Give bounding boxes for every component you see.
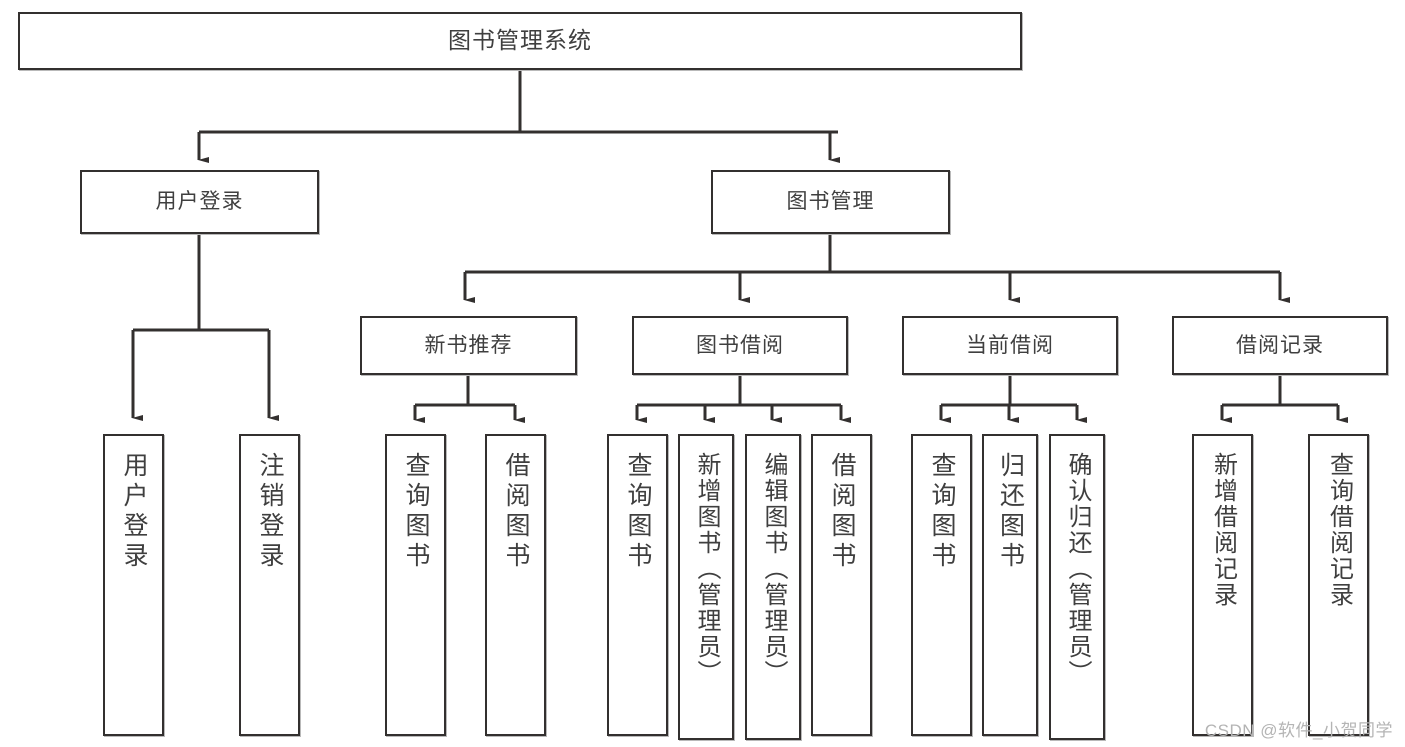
node-label: 查询图书 bbox=[402, 452, 430, 572]
node-label: 确认归还（管理员） bbox=[1064, 452, 1091, 686]
node-label: 新增借阅记录 bbox=[1209, 452, 1237, 608]
node-label: 用户登录 bbox=[120, 452, 148, 572]
node-leaf-add-book[interactable]: 新增图书（管理员） bbox=[678, 434, 734, 740]
node-user-login[interactable]: 用户登录 bbox=[80, 170, 319, 234]
node-label: 借阅记录 bbox=[1236, 333, 1324, 357]
node-label: 当前借阅 bbox=[966, 333, 1054, 357]
node-label: 用户登录 bbox=[155, 190, 244, 214]
node-label: 新增图书（管理员） bbox=[693, 452, 720, 686]
node-book-borrow[interactable]: 图书借阅 bbox=[632, 316, 848, 375]
node-label: 注销登录 bbox=[256, 452, 284, 572]
node-current-borrow[interactable]: 当前借阅 bbox=[902, 316, 1118, 375]
node-label: 图书管理系统 bbox=[448, 27, 592, 54]
node-leaf-query-record[interactable]: 查询借阅记录 bbox=[1308, 434, 1369, 736]
node-label: 图书管理 bbox=[786, 190, 875, 214]
node-label: 查询借阅记录 bbox=[1325, 452, 1353, 608]
node-new-book-recommend[interactable]: 新书推荐 bbox=[360, 316, 577, 375]
node-label: 借阅图书 bbox=[502, 452, 530, 572]
node-leaf-edit-book[interactable]: 编辑图书（管理员） bbox=[745, 434, 801, 740]
node-leaf-return-book[interactable]: 归还图书 bbox=[982, 434, 1038, 736]
node-leaf-query-book-2[interactable]: 查询图书 bbox=[607, 434, 668, 736]
node-leaf-borrow-book-2[interactable]: 借阅图书 bbox=[811, 434, 872, 736]
node-leaf-logout-login[interactable]: 注销登录 bbox=[239, 434, 300, 736]
node-label: 图书借阅 bbox=[696, 333, 784, 357]
node-label: 编辑图书（管理员） bbox=[760, 452, 787, 686]
node-label: 新书推荐 bbox=[424, 333, 513, 357]
node-leaf-user-login[interactable]: 用户登录 bbox=[103, 434, 164, 736]
node-leaf-query-book-3[interactable]: 查询图书 bbox=[911, 434, 972, 736]
node-label: 归还图书 bbox=[996, 452, 1025, 572]
node-label: 借阅图书 bbox=[828, 452, 856, 572]
node-leaf-confirm-return[interactable]: 确认归还（管理员） bbox=[1049, 434, 1105, 740]
node-leaf-borrow-book-1[interactable]: 借阅图书 bbox=[485, 434, 546, 736]
node-leaf-query-book-1[interactable]: 查询图书 bbox=[385, 434, 446, 736]
node-borrow-record[interactable]: 借阅记录 bbox=[1172, 316, 1388, 375]
node-root-system[interactable]: 图书管理系统 bbox=[18, 12, 1022, 70]
node-label: 查询图书 bbox=[928, 452, 956, 572]
csdn-watermark: CSDN @软件_小贺同学 bbox=[1204, 721, 1393, 740]
node-book-manage[interactable]: 图书管理 bbox=[711, 170, 950, 234]
node-leaf-add-record[interactable]: 新增借阅记录 bbox=[1192, 434, 1253, 736]
node-label: 查询图书 bbox=[624, 452, 652, 572]
